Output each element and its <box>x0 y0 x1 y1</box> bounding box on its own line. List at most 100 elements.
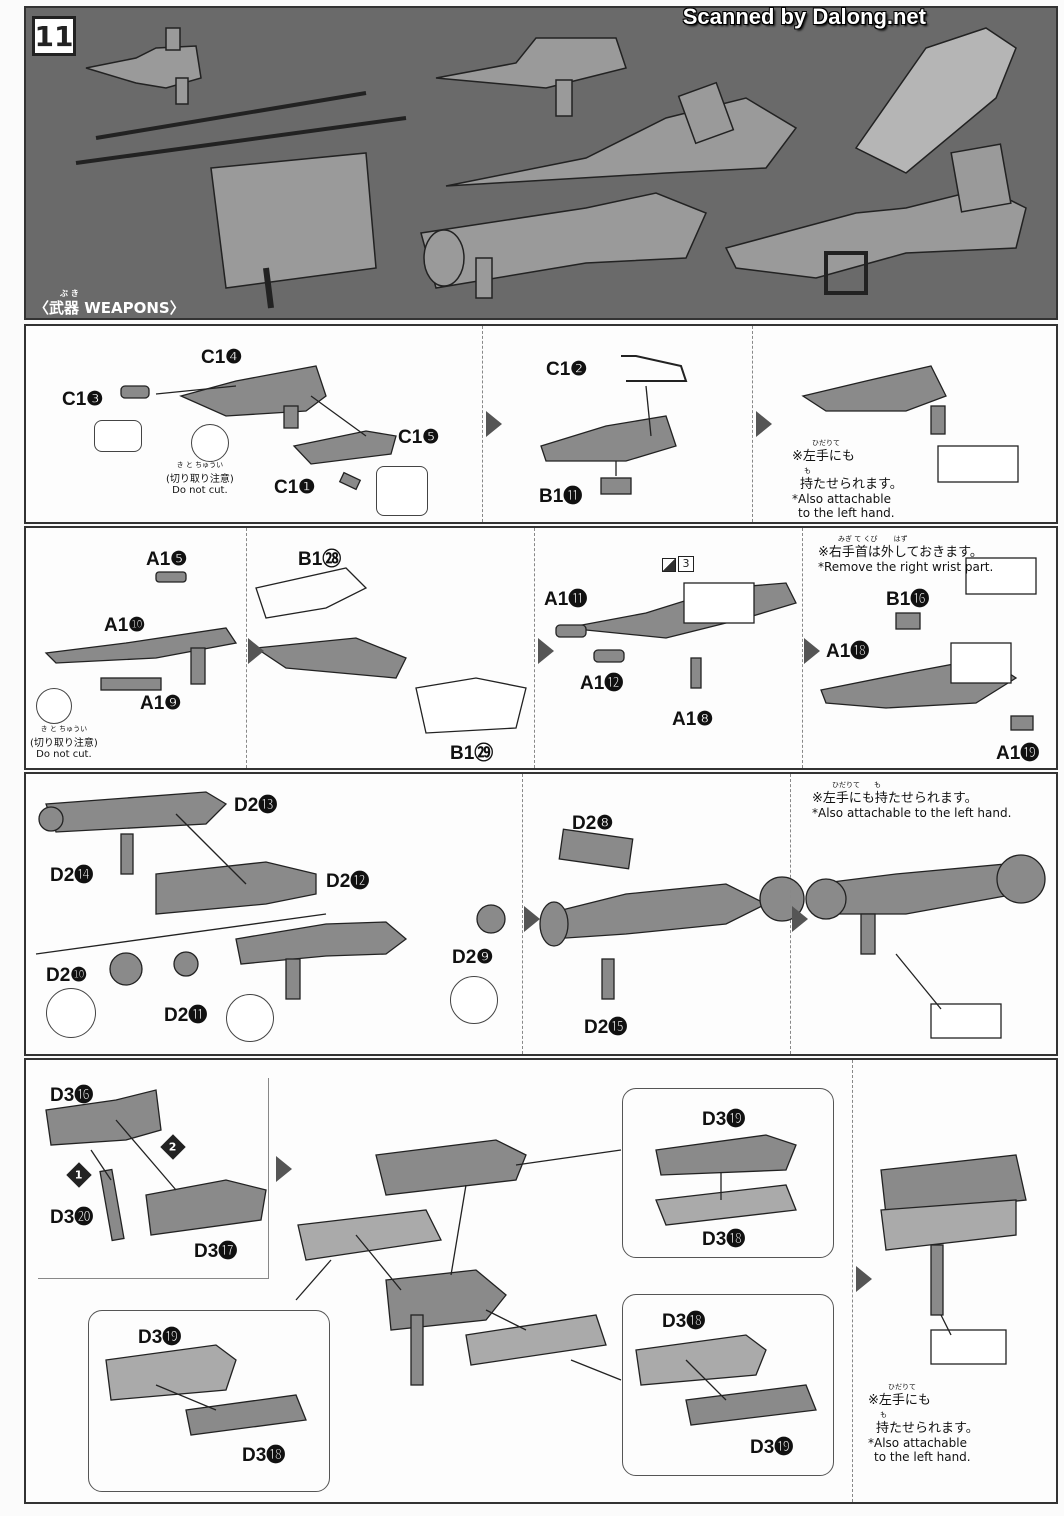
part-a1-9 <box>100 677 162 691</box>
row4-illustration <box>45 1089 1027 1436</box>
part-b1-29 <box>415 677 527 734</box>
d2-9-detail-icon <box>450 976 498 1024</box>
bazooka-right <box>724 187 1027 279</box>
label-c1-4: C1❹ <box>201 347 243 368</box>
part-c1-5 <box>292 430 397 465</box>
label-d3-16: D3⓰ <box>50 1085 94 1106</box>
callout-line <box>570 1359 622 1381</box>
hand-part-3 <box>930 1003 1002 1039</box>
bazooka-complete-back <box>996 854 1046 904</box>
gun-sight <box>165 27 181 51</box>
reference-flag-icon <box>662 558 676 572</box>
left-hand-note: ひだりて ※左手にも も 持たせられます。 *Also attachable t… <box>792 439 903 520</box>
warning-do-not-cut: き と ちゅうい (切り取り注意) Do not cut. <box>30 725 98 760</box>
missile-pod-grip-base <box>385 1269 507 1331</box>
part-d2-12 <box>155 861 317 915</box>
bazooka-complete-muzzle <box>805 878 847 920</box>
c1-3-detail-icon <box>94 420 142 452</box>
part-a1-8 <box>690 657 702 689</box>
callout-line <box>295 1259 332 1301</box>
assembly-line <box>685 1359 727 1401</box>
gun-grip-part <box>283 405 299 429</box>
divider <box>522 774 523 1054</box>
hand-part-4 <box>930 1329 1007 1365</box>
part-d3-18-bottom-right <box>635 1334 767 1386</box>
divider <box>482 326 483 522</box>
label-c1-2: C1❷ <box>546 359 588 380</box>
part-d3-19-bottom-left <box>105 1344 237 1401</box>
gun-grip-2 <box>555 79 573 117</box>
part-d2-9 <box>476 904 506 934</box>
part-a1-19 <box>1010 715 1034 731</box>
label-d2-9: D2❾ <box>452 947 494 968</box>
part-d2-14 <box>120 833 134 875</box>
hand-part-2 <box>965 557 1037 595</box>
step-arrow <box>276 1156 292 1182</box>
gun-assembly <box>540 415 677 462</box>
bazooka-assembly <box>235 921 408 965</box>
missile-pod-complete-grip <box>930 1244 944 1316</box>
missile-pod-side-left <box>297 1209 442 1261</box>
missile-pod-top <box>375 1139 527 1196</box>
step-number: 11 <box>32 16 76 56</box>
warning-do-not-cut: き と ちゅうい (切り取り注意) Do not cut. <box>166 461 234 496</box>
label-c1-1: C1❶ <box>274 477 316 498</box>
pod-grip <box>263 267 274 309</box>
part-d2-15 <box>601 958 615 1000</box>
step-arrow <box>856 1266 872 1292</box>
part-d2-11 <box>173 951 199 977</box>
weapons-overview-illustration <box>75 27 1027 309</box>
gun-grip <box>175 77 189 105</box>
part-a1-12 <box>593 649 625 663</box>
missile-pod-complete <box>880 1154 1027 1216</box>
label-a1-12: A1⓬ <box>580 673 624 694</box>
assembly-row-4: D3⓰ 1 2 D3⓴ D3⓱ D3⓳ D3⓲ D3⓳ D3⓲ D3⓲ D3⓳ … <box>24 1058 1058 1504</box>
part-a1-11 <box>555 624 587 638</box>
rifle-body-a1-10 <box>44 627 238 664</box>
label-b1-29: B1㉙ <box>450 743 494 764</box>
part-c1-2 <box>621 355 688 382</box>
scanner-credit: Scanned by Dalong.net <box>682 4 926 29</box>
part-b1-28 <box>255 567 368 619</box>
gun-complete <box>801 365 947 412</box>
assembly-line <box>355 1234 402 1291</box>
instruction-page: 11 Scanned by Dalong.net <box>24 4 1060 1506</box>
gun-complete-grip <box>930 405 946 435</box>
part-b1-11 <box>600 477 632 495</box>
rifle-grip <box>190 647 206 685</box>
step-arrow <box>248 638 264 664</box>
left-hand-note: ひだりて ※左手にも も 持たせられます。 *Also attachable t… <box>868 1383 979 1464</box>
label-a1-18: A1⓲ <box>826 641 870 662</box>
missile-pod-complete-lower <box>880 1199 1017 1251</box>
bazooka-sight <box>950 143 1012 213</box>
part-d3-19-top <box>655 1134 797 1176</box>
d2-10-detail-icon <box>46 988 96 1038</box>
detail-box-bottom-left <box>88 1310 330 1492</box>
label-d3-17: D3⓱ <box>194 1241 238 1262</box>
bazooka-center <box>420 192 708 289</box>
divider <box>852 1060 853 1502</box>
callout-line <box>515 1149 622 1166</box>
part-d2-8 <box>558 828 634 870</box>
label-d3-18-bottom-right: D3⓲ <box>662 1311 706 1332</box>
label-c1-3: C1❸ <box>62 389 104 410</box>
label-d3-18-bottom-left: D3⓲ <box>242 1445 286 1466</box>
weapons-header-panel: 11 Scanned by Dalong.net <box>24 4 1058 320</box>
label-a1-8: A1❽ <box>672 709 714 730</box>
assembly-line-2 <box>310 395 367 437</box>
row3-illustration <box>35 791 1046 1039</box>
row1-illustration <box>120 355 1019 495</box>
divider <box>790 774 791 1054</box>
assembly-line <box>895 953 942 1010</box>
part-d3-16 <box>45 1089 162 1146</box>
label-b1-28: B1㉘ <box>298 549 342 570</box>
part-d3-19-bottom-right <box>685 1384 817 1426</box>
rifle-complete-scope <box>950 642 1012 684</box>
label-d2-12: D2⓬ <box>326 871 370 892</box>
detail-box-bottom-right <box>622 1294 834 1476</box>
label-d2-13: D2⓭ <box>234 795 278 816</box>
divider <box>246 528 247 768</box>
label-d2-15: D2⓯ <box>584 1017 628 1038</box>
assembly-line <box>115 1119 177 1191</box>
panel-divider-line <box>35 913 327 955</box>
